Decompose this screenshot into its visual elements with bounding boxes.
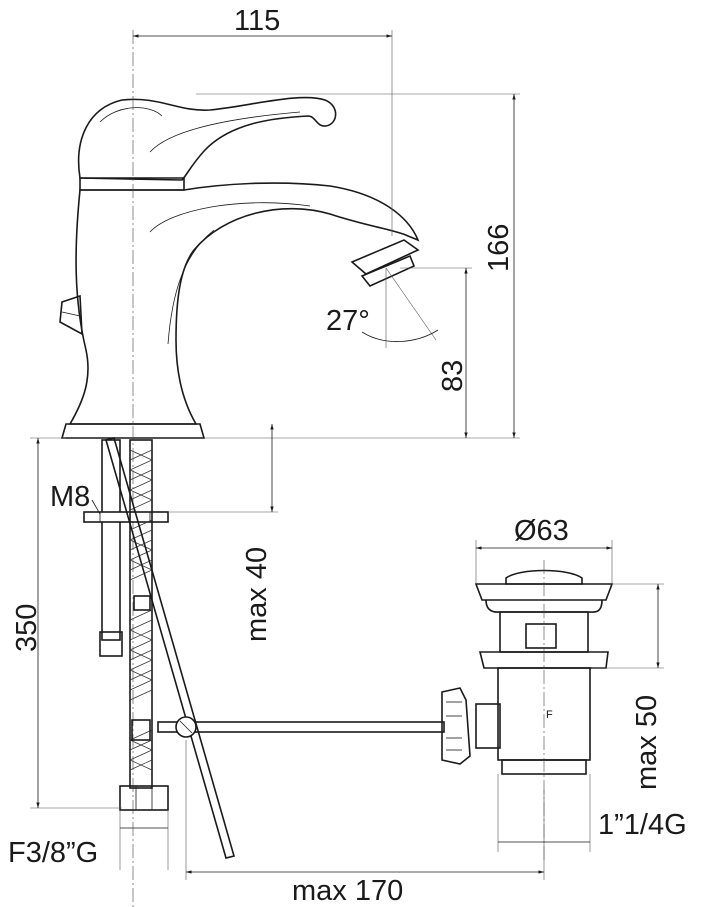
dim-m8: M8 — [50, 481, 90, 513]
supply-hoses — [83, 437, 445, 859]
drain-nut — [441, 687, 471, 765]
popup-drain: F — [441, 560, 614, 860]
dimension-lines — [30, 30, 664, 880]
dim-drain-thread: 1”1/4G — [598, 809, 687, 841]
faucet-body — [59, 30, 420, 907]
braid-pattern — [129, 449, 153, 771]
threaded-rod — [101, 439, 121, 641]
hose-fitting — [131, 719, 151, 741]
dim-d63: Ø63 — [514, 515, 569, 547]
rod-nut — [99, 631, 123, 657]
dim-f38g: F3/8”G — [8, 837, 98, 869]
dim-83: 83 — [437, 360, 469, 392]
hose-nut — [119, 785, 169, 811]
dimension-labels: 115 166 83 27° M8 350 max 40 Ø63 max 50 … — [8, 5, 687, 907]
pull-rod — [157, 721, 445, 733]
dim-27-degrees: 27° — [326, 305, 370, 337]
leader-m8 — [91, 499, 101, 515]
dim-max-50: max 50 — [631, 695, 663, 790]
dim-350: 350 — [11, 604, 43, 652]
dim-max-40: max 40 — [241, 547, 273, 642]
dim-max-170: max 170 — [292, 875, 403, 907]
drain-letter: F — [546, 709, 553, 721]
fixing-washer — [83, 511, 169, 523]
lever-handle — [77, 96, 337, 181]
aerator — [350, 239, 420, 275]
braided-hose — [129, 439, 153, 789]
dim-166: 166 — [483, 224, 515, 272]
angle-arc — [361, 329, 439, 342]
side-knob — [59, 294, 83, 336]
dim-115: 115 — [234, 5, 280, 37]
mixer-body — [68, 182, 420, 425]
popup-rod — [105, 437, 235, 859]
